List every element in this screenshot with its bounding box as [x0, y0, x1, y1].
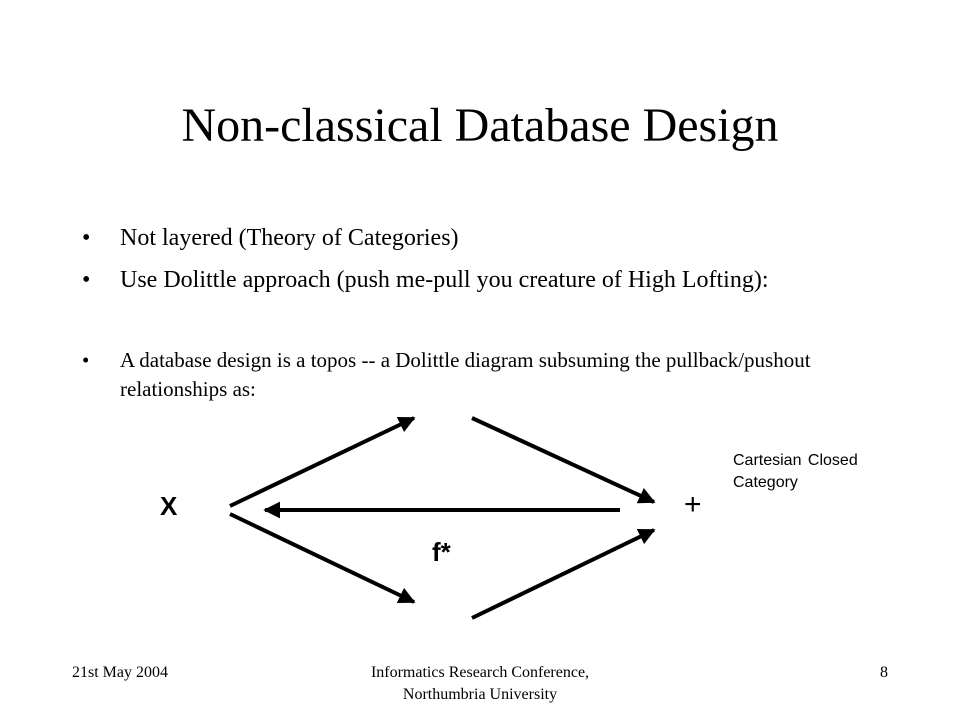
bullet-marker: • — [82, 267, 91, 293]
bullet-marker: • — [82, 225, 91, 251]
footer-page-number: 8 — [880, 664, 888, 681]
footer-date: 21st May 2004 — [72, 664, 168, 681]
node-label-x: X — [160, 491, 178, 521]
footer-event-line: Informatics Research Conference, — [370, 664, 590, 681]
arrow-label-f-star: f* — [432, 537, 451, 567]
arrow-x-to-bottom — [229, 512, 416, 604]
bullet-text: Not layered (Theory of Categories) — [120, 225, 459, 251]
annotation-cartesian-closed-category: Cartesian Closed Category — [733, 452, 858, 491]
bullet-text: A database design is a topos -- a Dolitt… — [120, 348, 811, 401]
footer-event: Informatics Research Conference, Northum… — [300, 662, 660, 706]
bullet-text: Use Dolittle approach (push me-pull you … — [120, 267, 769, 293]
bullet-marker: • — [82, 348, 90, 372]
footer-event-line: Northumbria University — [402, 686, 558, 703]
arrow-bottom-to-plus — [471, 528, 656, 620]
node-label-plus: + — [684, 488, 702, 521]
slide-title: Non-classical Database Design — [181, 99, 779, 152]
arrow-x-to-top — [229, 416, 416, 508]
arrow-top-to-plus — [471, 416, 656, 504]
